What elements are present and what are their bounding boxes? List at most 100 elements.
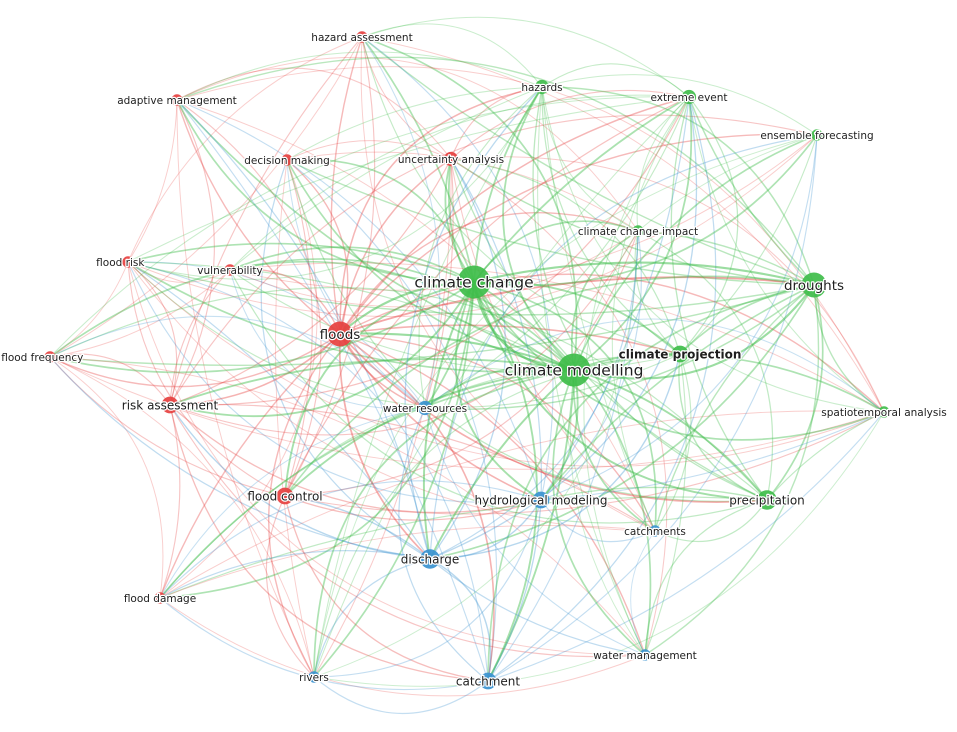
edge-hydrological-modeling-rivers [313, 499, 542, 678]
edge-hazard-assessment-flood-control [284, 36, 376, 497]
node-discharge[interactable] [420, 549, 440, 569]
node-climate-projection[interactable] [671, 345, 689, 363]
edge-decision-making-precipitation [286, 159, 768, 502]
edge-adaptive-management-hazards [176, 51, 543, 101]
label-rivers: rivers [299, 672, 329, 684]
edge-hazard-assessment-uncertainty-analysis [361, 36, 452, 160]
edge-hydrological-modeling-catchment [487, 499, 542, 682]
edge-risk-assessment-hydrological-modeling [169, 404, 542, 514]
edge-floods-droughts [339, 276, 815, 335]
node-ensemble-forecasting[interactable] [811, 129, 823, 141]
node-climate-change[interactable] [457, 265, 491, 299]
edge-flood-control-discharge [284, 495, 431, 560]
node-climate-modelling[interactable] [557, 353, 591, 387]
edge-floods-discharge [338, 333, 431, 560]
edge-floods-flood-damage [159, 333, 341, 599]
edge-decision-making-floods [286, 159, 349, 335]
edge-droughts-hydrological-modeling [540, 284, 815, 501]
node-flood-damage[interactable] [154, 592, 166, 604]
edge-flood-control-droughts [284, 275, 815, 497]
label-hazards: hazards [521, 82, 562, 94]
edge-flood-frequency-discharge [49, 356, 431, 560]
edge-uncertainty-analysis-hydrological-modeling [450, 158, 542, 501]
node-catchments[interactable] [649, 525, 661, 537]
edge-climate-change-discharge [422, 281, 475, 560]
edge-flood-risk-risk-assessment [127, 261, 178, 406]
edge-extreme-event-catchments [611, 96, 690, 532]
edge-hazards-droughts [541, 86, 815, 286]
edge-decision-making-droughts [286, 159, 815, 286]
edge-flood-frequency-water-resources [49, 315, 426, 409]
node-floods[interactable] [327, 321, 353, 347]
edge-vulnerability-spatiotemporal-analysis [229, 262, 885, 413]
edge-adaptive-management-rivers [176, 99, 315, 678]
node-hazards[interactable] [534, 79, 550, 95]
node-risk-assessment[interactable] [161, 396, 179, 414]
edge-flood-control-catchment [284, 495, 489, 682]
node-hazard-assessment[interactable] [356, 31, 368, 43]
edge-adaptive-management-floods [176, 99, 341, 335]
edge-extreme-event-climate-projection [679, 96, 739, 355]
edge-ensemble-forecasting-climate-modelling [573, 134, 818, 371]
edge-droughts-catchment [487, 284, 815, 682]
node-climate-change-impact[interactable] [632, 225, 644, 237]
edge-precipitation-catchments [654, 499, 768, 543]
node-flood-frequency[interactable] [44, 351, 56, 363]
edge-ensemble-forecasting-climate-change [473, 134, 818, 286]
edge-uncertainty-analysis-climate-projection [450, 158, 681, 355]
node-spatiotemporal-analysis[interactable] [878, 406, 890, 418]
node-rivers[interactable] [308, 671, 320, 683]
edge-climate-change-impact-discharge [429, 230, 639, 560]
edge-flood-damage-water-management [159, 597, 646, 697]
edge-risk-assessment-climate-modelling [169, 358, 575, 406]
node-flood-control[interactable] [276, 487, 294, 505]
edge-ensemble-forecasting-catchment [487, 134, 818, 682]
node-vulnerability[interactable] [224, 264, 236, 276]
edge-decision-making-discharge [260, 159, 431, 560]
edge-flood-control-climate-change-impact [284, 230, 639, 497]
node-water-resources[interactable] [417, 400, 433, 416]
edge-uncertainty-analysis-hazards [450, 86, 543, 160]
edge-uncertainty-analysis-rivers [313, 158, 452, 678]
edge-decision-making-rivers [275, 159, 315, 678]
node-flood-risk[interactable] [122, 256, 134, 268]
edge-spatiotemporal-analysis-hydrological-modeling [540, 411, 885, 501]
edge-uncertainty-analysis-water-management [450, 158, 668, 656]
edge-flood-control-climate-change [284, 281, 475, 497]
edge-extreme-event-water-resources [424, 96, 690, 409]
label-flood-damage: flood damage [124, 593, 196, 605]
edge-climate-change-impact-precipitation [637, 230, 774, 501]
edge-climate-modelling-spatiotemporal-analysis [573, 354, 885, 413]
node-uncertainty-analysis[interactable] [443, 151, 459, 167]
edge-hazard-assessment-flood-frequency [49, 36, 363, 358]
label-climate-change-impact: climate change impact [578, 226, 698, 238]
node-precipitation[interactable] [757, 490, 777, 510]
edge-flood-risk-water-resources [127, 261, 426, 409]
node-hydrological-modeling[interactable] [532, 491, 550, 509]
edge-uncertainty-analysis-risk-assessment [169, 158, 452, 406]
edge-flood-risk-extreme-event [127, 96, 690, 263]
label-hazard-assessment: hazard assessment [311, 32, 412, 44]
node-catchment[interactable] [479, 672, 497, 690]
edge-floods-climate-change-impact [339, 212, 639, 335]
edge-adaptive-management-climate-change [176, 99, 475, 283]
node-extreme-event[interactable] [681, 89, 697, 105]
edge-climate-modelling-hydrological-modeling [540, 369, 579, 501]
edge-risk-assessment-extreme-event [169, 96, 690, 406]
edge-adaptive-management-flood-control [176, 99, 322, 497]
label-uncertainty-analysis: uncertainty analysis [398, 154, 504, 166]
label-flood-control: flood control [247, 489, 322, 503]
node-water-management[interactable] [639, 649, 651, 661]
label-climate-projection: climate projection [619, 347, 742, 361]
node-decision-making[interactable] [281, 154, 293, 166]
label-risk-assessment: risk assessment [122, 398, 219, 412]
edge-hazards-ensemble-forecasting [541, 74, 818, 136]
edge-flood-control-extreme-event [284, 96, 690, 497]
node-adaptive-management[interactable] [171, 94, 183, 106]
edge-climate-modelling-catchment [487, 369, 575, 682]
edge-flood-risk-climate-projection [127, 261, 681, 408]
edge-climate-change-water-management [473, 281, 652, 656]
edge-decision-making-catchment [286, 159, 498, 682]
node-droughts[interactable] [801, 272, 827, 298]
edge-hydrological-modeling-discharge [429, 499, 542, 560]
